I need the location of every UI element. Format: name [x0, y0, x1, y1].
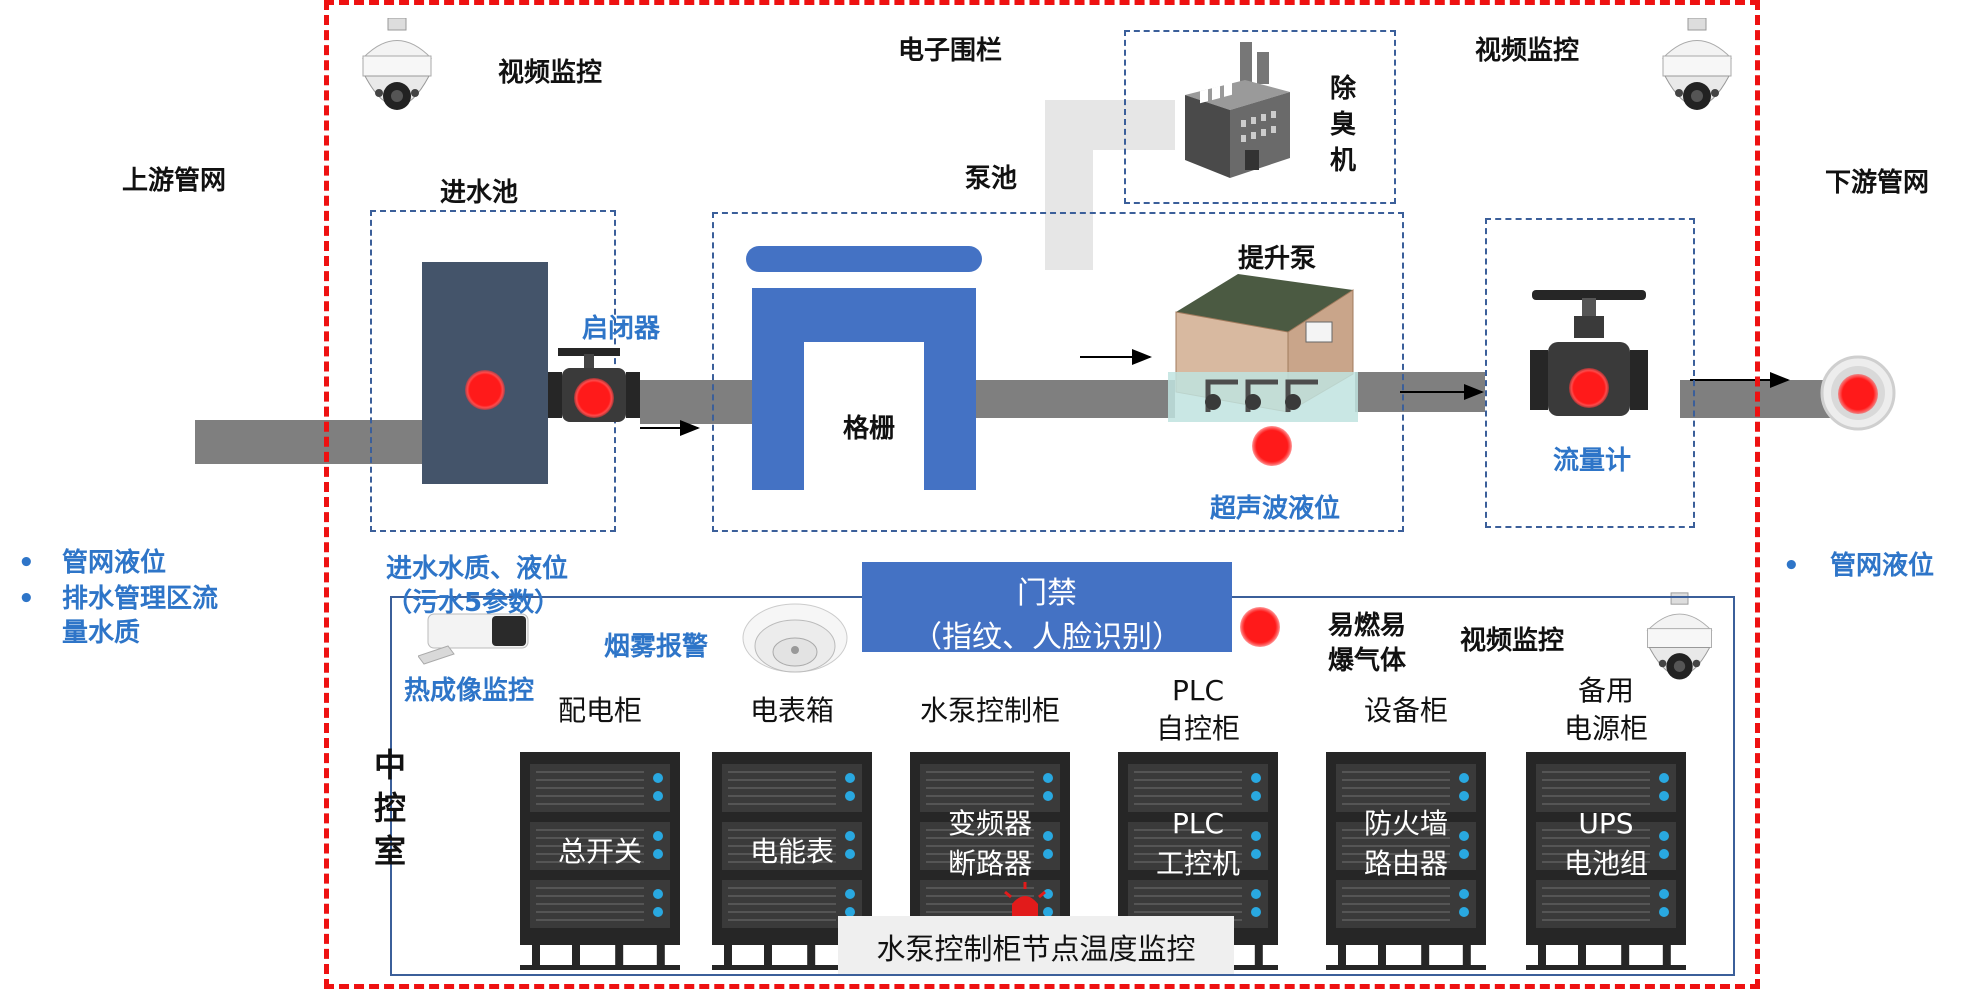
deodorizer-box: [1124, 30, 1396, 204]
pipe-upstream: [195, 420, 440, 464]
left-bullet-text-2: 排水管理区流: [62, 584, 219, 614]
ptz-camera-icon: [1646, 592, 1713, 680]
flowmeter-box: [1485, 218, 1695, 528]
smoke-detector-icon: [742, 603, 848, 673]
gas-sensor-dot: [1240, 607, 1280, 647]
right-bullet-text: 管网液位: [1830, 551, 1935, 581]
server-rack-icon: [1526, 752, 1686, 970]
pipe-downstream: [1680, 380, 1840, 418]
factory-icon: [1185, 42, 1290, 178]
server-rack-icon: [1118, 752, 1278, 970]
control-room-label-1: 中: [374, 746, 407, 784]
cabinet-title-line2: 电源柜: [1563, 712, 1648, 745]
deodorizer-label-2: 臭: [1330, 110, 1357, 140]
downstream-sensor-dot: [1838, 374, 1878, 414]
inlet-level-sensor-dot: [465, 370, 505, 410]
cabinet-component-label: 电池组: [1563, 847, 1648, 880]
grille-top-bar: [746, 246, 982, 272]
server-rack-icon: [712, 752, 872, 970]
control-room-label-3: 室: [374, 832, 407, 870]
ultrasonic-label: 超声波液位: [1210, 494, 1341, 524]
deodorizer-label-1: 除: [1330, 74, 1357, 104]
left-bullet-1: •: [18, 548, 35, 578]
left-bullet-text-1: 管网液位: [62, 548, 167, 578]
cabinet-component-label: UPS: [1578, 807, 1634, 840]
ptz-camera-icon: [1661, 18, 1733, 110]
deodorizer-label-3: 机: [1330, 146, 1357, 176]
cabinet-component-label: 断路器: [947, 847, 1032, 880]
cabinet-component-label: 总开关: [557, 835, 642, 868]
grille-label: 格栅: [843, 414, 896, 444]
downstream-label: 下游管网: [1825, 168, 1930, 198]
fence-label: 电子围栏: [898, 36, 1003, 66]
server-rack-icon: [520, 752, 680, 970]
thermal-label: 热成像监控: [404, 676, 535, 706]
cabinet-title-line2: 自控柜: [1155, 712, 1240, 745]
video-label-top-left: 视频监控: [498, 58, 603, 88]
smoke-alarm-label: 烟雾报警: [604, 632, 709, 662]
temp-monitor-label: 水泵控制柜节点温度监控: [876, 932, 1196, 966]
pump-pool-label: 泵池: [965, 164, 1018, 194]
right-bullet: •: [1783, 551, 1800, 581]
cabinet-title: 设备柜: [1363, 694, 1448, 727]
flowmeter-label: 流量计: [1553, 446, 1632, 476]
cabinet-title: 电表箱: [749, 694, 834, 727]
bullet-camera-icon: [418, 613, 529, 665]
cabinet-title: 配电柜: [557, 694, 642, 727]
cabinet-component-label: 电能表: [749, 835, 834, 868]
left-bullet-2: •: [18, 584, 35, 614]
pipe-grille-to-pump: [975, 380, 1175, 418]
cabinet-title: PLC: [1171, 674, 1225, 707]
lift-pump-label: 提升泵: [1238, 244, 1317, 274]
flowmeter-sensor-dot: [1569, 368, 1609, 408]
gate-valve-label: 启闭器: [582, 314, 661, 344]
cabinet-title: 备用: [1577, 674, 1634, 707]
ptz-camera-icon: [361, 18, 433, 110]
pipe-inlet-to-grille: [640, 380, 755, 424]
cabinet-component-label: 变频器: [947, 807, 1032, 840]
cabinet-component-label: 工控机: [1155, 847, 1240, 880]
video-label-room: 视频监控: [1460, 626, 1565, 656]
control-room-label-2: 控: [374, 789, 407, 827]
cabinet-component-label: 路由器: [1363, 847, 1448, 880]
access-control-bar: [862, 562, 1232, 652]
access-control-subtitle: （指纹、人脸识别）: [912, 620, 1182, 655]
house-pump-icon: [1168, 274, 1358, 422]
odor-duct-horizontal: [1045, 100, 1175, 150]
cabinet-component-label: PLC: [1171, 807, 1225, 840]
server-rack-icon: [1326, 752, 1486, 970]
video-label-top-right: 视频监控: [1475, 36, 1580, 66]
flammable-label-2: 爆气体: [1328, 646, 1407, 676]
ultrasonic-sensor-dot: [1252, 426, 1292, 466]
inlet-quality-label-2: （污水5参数）: [386, 588, 561, 618]
inlet-quality-label-1: 进水水质、液位: [386, 554, 569, 584]
inlet-pool-label: 进水池: [440, 178, 519, 208]
gate-valve-sensor-dot: [574, 378, 614, 418]
temp-monitor-banner: [838, 916, 1234, 974]
cabinet-component-label: 防火墙: [1363, 807, 1448, 840]
pump-pool-box: [712, 212, 1404, 532]
grille-frame: [752, 288, 976, 490]
upstream-label: 上游管网: [122, 166, 227, 196]
access-control-title: 门禁: [1017, 576, 1077, 611]
flammable-label-1: 易燃易: [1328, 611, 1407, 641]
left-bullet-text-3: 量水质: [62, 618, 141, 648]
electronic-fence: [324, 0, 1760, 989]
cabinet-title: 水泵控制柜: [919, 694, 1060, 727]
